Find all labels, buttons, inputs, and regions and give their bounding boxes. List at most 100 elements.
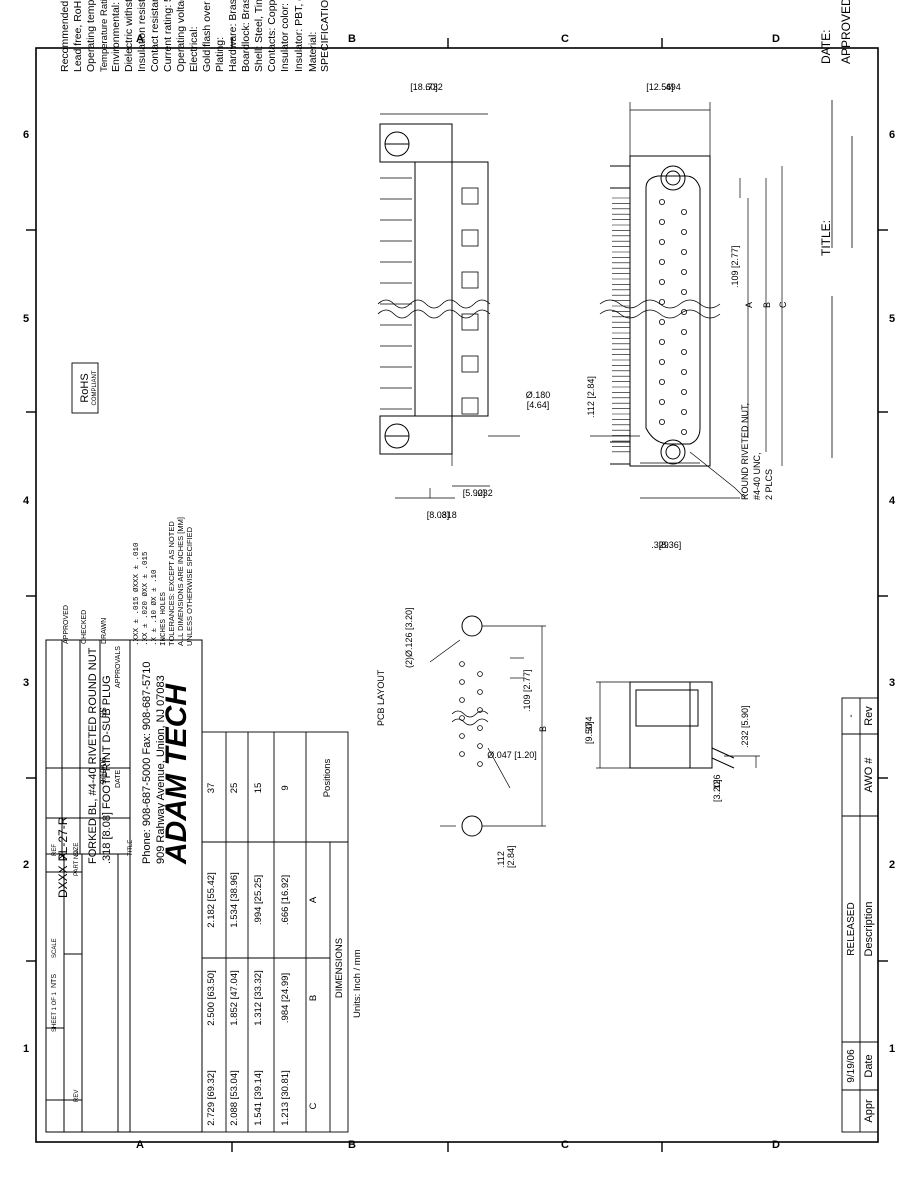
zone-letter-a-left: A <box>136 1139 144 1151</box>
pcb-hole <box>477 725 483 731</box>
front-contact <box>681 308 688 315</box>
pcb-hole <box>477 743 483 749</box>
size-value: X <box>56 852 70 860</box>
dim-label-c: C <box>778 301 788 308</box>
front-contact <box>659 298 666 305</box>
rohs-logo-compliant: COMPLIANT <box>92 370 98 405</box>
col-header-a: A <box>308 896 319 903</box>
title-block-text: UNLESS OTHERWISE SPECIFIED ALL DIMENSION… <box>51 517 194 1112</box>
nut-note-line3: 2 PLCS <box>764 469 774 500</box>
front-view <box>599 155 721 467</box>
front-contact <box>681 368 688 375</box>
col-header-b: B <box>308 995 319 1001</box>
spec-line: Operating voltage: 250 VAC max <box>175 0 187 72</box>
front-contact <box>681 248 688 255</box>
spec-line: Gold flash over Nickel underplate overal… <box>201 0 213 72</box>
spec-line: Material: <box>307 32 319 72</box>
sheet-label: SHEET 1 OF 1 <box>52 991 58 1032</box>
side-view <box>377 123 491 455</box>
zone-number-6-bottom: 6 <box>23 129 29 141</box>
units-label: Units: Inch / mm <box>352 949 363 1018</box>
side-slot <box>461 397 479 415</box>
dim-494: .494 <box>663 82 681 92</box>
spec-line: Insulation resistance: 1,000 Mohms min <box>136 0 148 72</box>
pcb-holes <box>459 661 483 767</box>
spec-line: Lead free, RoHS compliant <box>72 0 84 72</box>
dim-label-a: A <box>744 302 754 308</box>
row-c: 2.729 [69.32] <box>206 1070 217 1125</box>
description-header: Description <box>863 901 875 956</box>
row-pos: 25 <box>229 783 240 794</box>
row-c: 1.541 [39.14] <box>253 1070 264 1125</box>
spec-line: Contacts: Copper Alloy <box>266 0 278 72</box>
approved-label: APPROVED: <box>839 0 853 64</box>
zone-letter-c-left: C <box>561 1139 569 1151</box>
dim-row-15: 15 .994 [25.25] 1.312 [33.32] 1.541 [39.… <box>253 783 264 1126</box>
front-contact <box>681 428 688 435</box>
row-a: 2.182 [55.42] <box>206 872 217 927</box>
dim-112: .112 [2.84] <box>586 376 596 418</box>
side-view-dims <box>380 113 520 499</box>
title-block <box>45 639 203 1133</box>
front-contact <box>681 208 688 215</box>
tol-line: ALL DIMENSIONS ARE INCHES [MM] <box>176 517 185 646</box>
dim-329-mm: [8.36] <box>659 540 682 550</box>
pcb-hole <box>459 751 465 757</box>
dim-732: .732 <box>425 82 443 92</box>
dim-label-b: B <box>762 302 772 308</box>
end-view-dim-text: .374 [9.50] .232 [5.90] .126 [3.20] <box>584 705 750 802</box>
front-contact <box>681 408 688 415</box>
row-b: .984 [24.99] <box>280 973 291 1023</box>
dim-180: Ø.180 <box>526 390 551 400</box>
pcb-dim-047: Ø.047 [1.20] <box>487 750 537 760</box>
approvals-date-header: DATE <box>115 770 122 788</box>
zone-labels: A B C D A B C D 6 5 4 3 2 1 6 5 4 3 2 1 <box>23 33 896 1151</box>
specs-heading: SPECIFICATIONS: <box>319 0 331 72</box>
front-contact <box>659 358 666 365</box>
zone-letter-c-right: C <box>561 33 569 45</box>
appr-header: Appr <box>863 1099 875 1123</box>
rohs-logo-box <box>71 362 99 414</box>
spec-line: Operating temperature: -65°C to +125°C <box>85 0 97 72</box>
side-slot <box>461 313 479 331</box>
spec-line: Plating: <box>214 37 226 72</box>
row-pos: 15 <box>253 783 264 794</box>
pcb-dim-109: .109 [2.77] <box>522 669 532 712</box>
pcb-hole <box>459 679 465 685</box>
scale-value: NTS <box>51 974 58 988</box>
company-logo: ADAM TECH <box>160 683 193 865</box>
pcb-hole <box>477 761 483 767</box>
zone-number-5-bottom: 5 <box>23 313 29 325</box>
rohs-logo-text: RoHS <box>79 373 91 402</box>
front-contact <box>659 198 666 205</box>
rev-label: REV <box>74 1090 80 1102</box>
approvals-label: APPROVALS <box>115 646 122 688</box>
side-view-dim-text: .732 [18.60] Ø.180 [4.64] .232 [5.90] .3… <box>410 82 550 520</box>
dim-row-37: 37 2.182 [55.42] 2.500 [63.50] 2.729 [69… <box>206 783 217 1126</box>
end-dim-126: .126 <box>712 774 722 792</box>
part-no-value: DXXX-PL-27-R <box>56 816 70 898</box>
dim-318: .318 <box>439 510 457 520</box>
row-b: 1.852 [47.04] <box>229 970 240 1025</box>
front-contact <box>681 268 688 275</box>
dim-732-mm: [18.60] <box>410 82 438 92</box>
drawn-label: DRAWN <box>101 618 108 644</box>
company-address: 909 Rahway Avenue, Union, NJ 07083 <box>155 675 167 864</box>
scale-label: SCALE <box>52 938 58 958</box>
rotated-sheet: A B C D A B C D 6 5 4 3 2 1 6 5 4 3 2 1 … <box>23 0 896 1152</box>
row-pos: 37 <box>206 783 217 794</box>
row-a: .994 [25.25] <box>253 875 264 925</box>
pcb-hole <box>477 707 483 713</box>
specifications-block: SPECIFICATIONS: Material: Insulator: PBT… <box>59 0 331 414</box>
front-contact <box>659 238 666 245</box>
drawn-date: 9/19/06 <box>99 757 108 784</box>
row-c: 2.088 [53.04] <box>229 1070 240 1125</box>
dim-180-mm: [4.64] <box>527 400 550 410</box>
front-view-teeth <box>612 197 630 453</box>
front-contact <box>681 388 688 395</box>
row-b: 2.500 [63.50] <box>206 970 217 1025</box>
spec-line: Boardlock: Brass, Tin plated <box>240 0 252 72</box>
pcb-dim-112-mm: [2.84] <box>506 845 516 868</box>
